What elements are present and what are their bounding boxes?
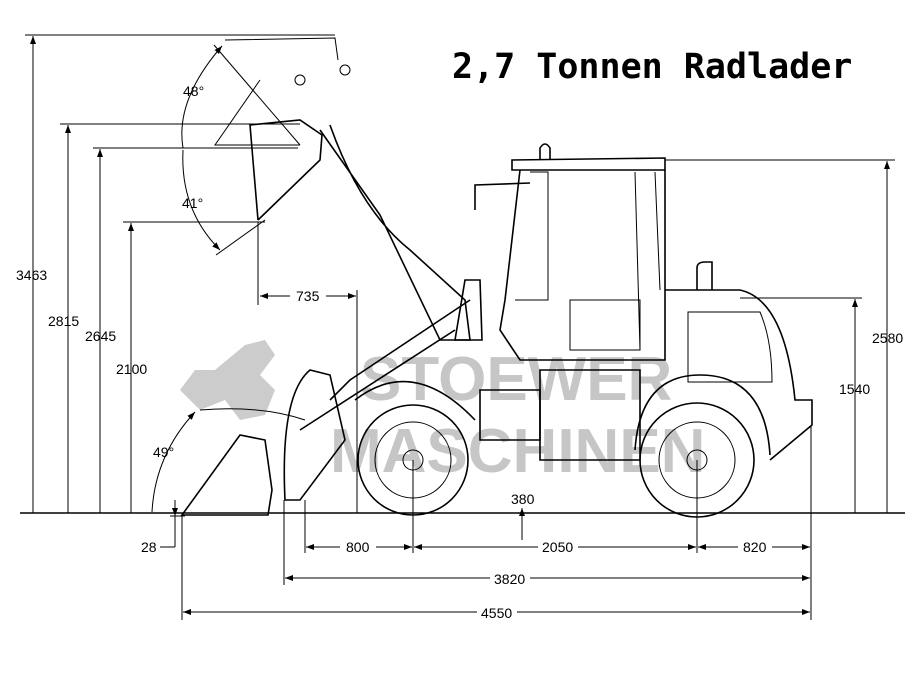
watermark-line1: STOEWER	[360, 345, 672, 414]
right-height-dimensions: 2580 1540	[665, 159, 903, 513]
dim-2645: 2645	[85, 328, 116, 344]
diagram-title: 2,7 Tonnen Radlader	[452, 47, 852, 87]
watermark: STOEWER MASCHINEN	[180, 340, 705, 486]
dim-front-overhang: 800	[346, 539, 370, 555]
dump-reach-dimension: 735	[257, 222, 358, 513]
angle-rollback-ground: 49°	[153, 444, 174, 460]
angle-rollback-top: 48°	[183, 83, 204, 99]
dim-max-height: 3463	[16, 267, 47, 283]
dim-total-length: 4550	[481, 605, 512, 621]
dim-wheelbase: 2050	[542, 539, 573, 555]
dim-hinge-height: 2815	[48, 313, 79, 329]
clearance-dimensions: 380 28	[141, 491, 535, 555]
dim-dump-height: 2100	[116, 361, 147, 377]
height-dimensions: 3463 2815 2645 2100	[16, 34, 335, 513]
dim-ground-clearance: 380	[511, 491, 535, 507]
dim-dig-depth: 28	[141, 539, 157, 555]
watermark-line2: MASCHINEN	[330, 417, 705, 486]
angle-dimensions: 48° 41° 49°	[151, 45, 266, 513]
dim-cab-height: 2580	[872, 330, 903, 346]
angle-dump: 41°	[182, 195, 203, 211]
dim-rear-overhang: 820	[743, 539, 767, 555]
length-dimensions: 800 2050 820 3820 4550	[181, 425, 812, 621]
dim-dump-reach: 735	[296, 288, 320, 304]
dim-length-without-bucket: 3820	[494, 571, 525, 587]
dim-hood-height: 1540	[839, 381, 870, 397]
